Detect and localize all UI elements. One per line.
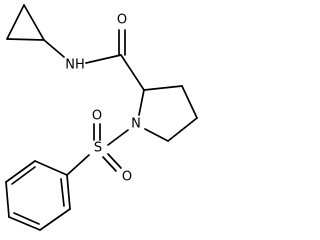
cyclopropyl-nh-bond <box>43 39 65 58</box>
bond <box>34 160 68 176</box>
bond <box>8 216 41 231</box>
sulfonyl-upper-double-bond <box>93 123 101 141</box>
ring-nitrogen-label: N <box>131 117 141 132</box>
bond <box>60 178 65 207</box>
bond <box>66 174 71 210</box>
carbonyl-oxygen-label: O <box>117 13 127 28</box>
bond <box>107 153 122 169</box>
sulfonyl-upper-oxygen-label: O <box>92 109 102 124</box>
s-phenyl-bond <box>66 154 90 176</box>
bond <box>102 156 117 172</box>
bond <box>23 4 45 41</box>
bond <box>181 85 198 119</box>
nh-carbonyl-bond <box>85 54 122 64</box>
carbonyl-double-bond <box>118 29 126 56</box>
chemical-structure-diagram: O NH N S O O <box>5 4 198 231</box>
pyrrolidine-ring <box>138 85 198 142</box>
carbonyl-c2-bond <box>120 54 145 91</box>
bond <box>13 212 40 225</box>
sulfonyl-lower-oxygen-label: O <box>122 170 132 185</box>
sulfonyl-lower-double-bond <box>102 153 122 172</box>
amide-nitrogen-label: NH <box>65 58 85 73</box>
bond <box>6 38 45 41</box>
bond <box>138 89 145 116</box>
bond <box>144 128 169 142</box>
bond <box>11 166 36 185</box>
bond <box>5 181 10 218</box>
sulfur-label: S <box>94 141 102 156</box>
bond <box>167 117 198 142</box>
bond <box>5 160 36 183</box>
n-s-bond <box>107 129 129 146</box>
bond <box>143 85 183 91</box>
phenyl-ring <box>5 160 71 231</box>
bond <box>6 4 25 40</box>
bond <box>39 208 71 231</box>
cyclopropyl-ring <box>6 4 45 41</box>
